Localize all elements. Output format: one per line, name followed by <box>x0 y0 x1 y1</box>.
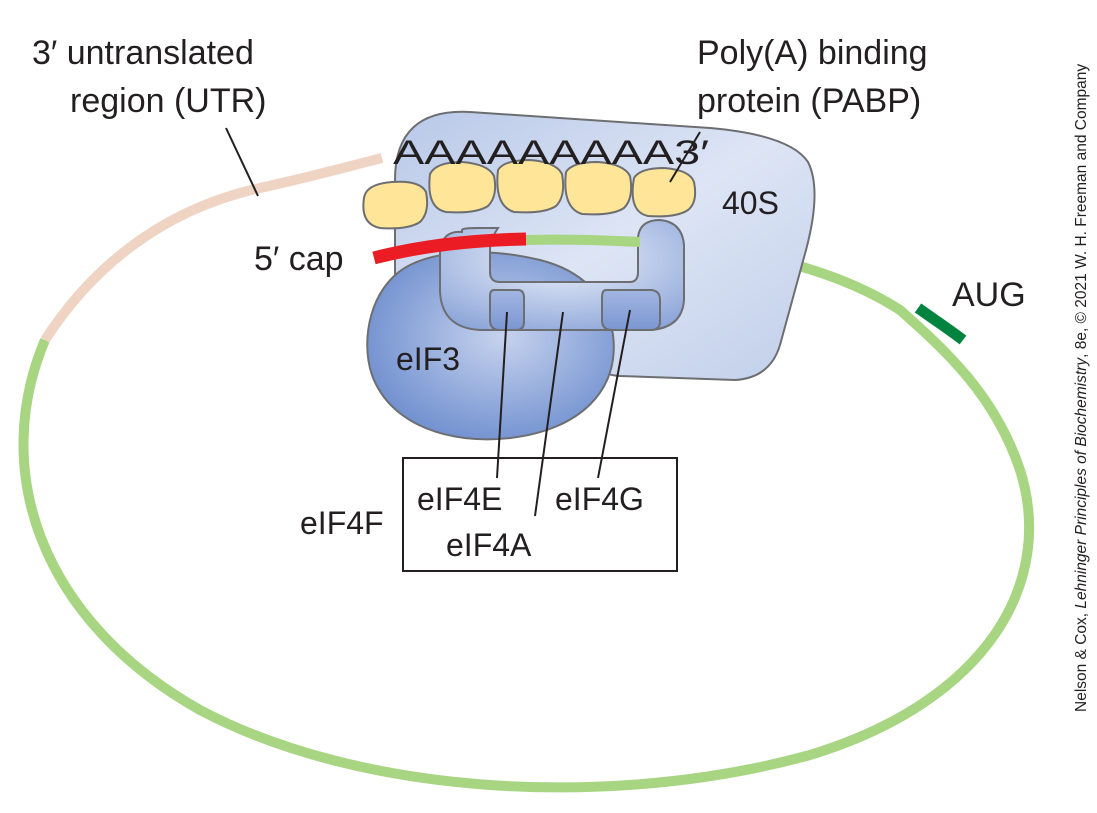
utr-segment <box>40 153 384 343</box>
eif4a-leader <box>534 311 564 517</box>
aug-segment <box>914 303 967 345</box>
pabp-bead <box>362 180 429 230</box>
pabp-leader <box>669 131 701 183</box>
aug-label: AUG <box>952 276 1026 314</box>
utr-label-line1: 3′ untranslated <box>32 34 254 72</box>
eif4g-label: eIF4G <box>555 481 644 517</box>
polya-tail-label: AAAAAAAAA3′ <box>393 134 709 172</box>
eif4g-leader <box>597 309 631 479</box>
eif4e-leader <box>496 311 508 479</box>
eif4a-label: eIF4A <box>446 527 532 563</box>
mrna-front-segment <box>525 234 641 247</box>
40s-label: 40S <box>722 185 779 221</box>
pabp-bead <box>631 166 697 218</box>
pabp-bead <box>428 160 497 214</box>
eif4e-label: eIF4E <box>417 481 502 517</box>
pabp-label-line2: protein (PABP) <box>697 82 921 120</box>
eif4g-tab <box>601 289 661 331</box>
utr-label-line2: region (UTR) <box>70 82 266 120</box>
cap-segment <box>372 232 527 265</box>
pabp-label-line1: Poly(A) binding <box>697 34 928 72</box>
pabp-bead <box>564 160 633 216</box>
pabp-bead <box>496 158 565 214</box>
credit-line: Nelson & Cox, Lehninger Principles of Bi… <box>1073 64 1090 712</box>
pabp-beads <box>362 158 697 230</box>
eif3-label: eIF3 <box>396 341 460 377</box>
utr-leader <box>225 127 259 197</box>
mrna-loop <box>18 237 1035 793</box>
eif4f-box <box>402 457 678 572</box>
eif4f-label: eIF4F <box>300 505 384 541</box>
eif4e-protein <box>489 289 525 331</box>
cap-label: 5′ cap <box>254 240 344 278</box>
